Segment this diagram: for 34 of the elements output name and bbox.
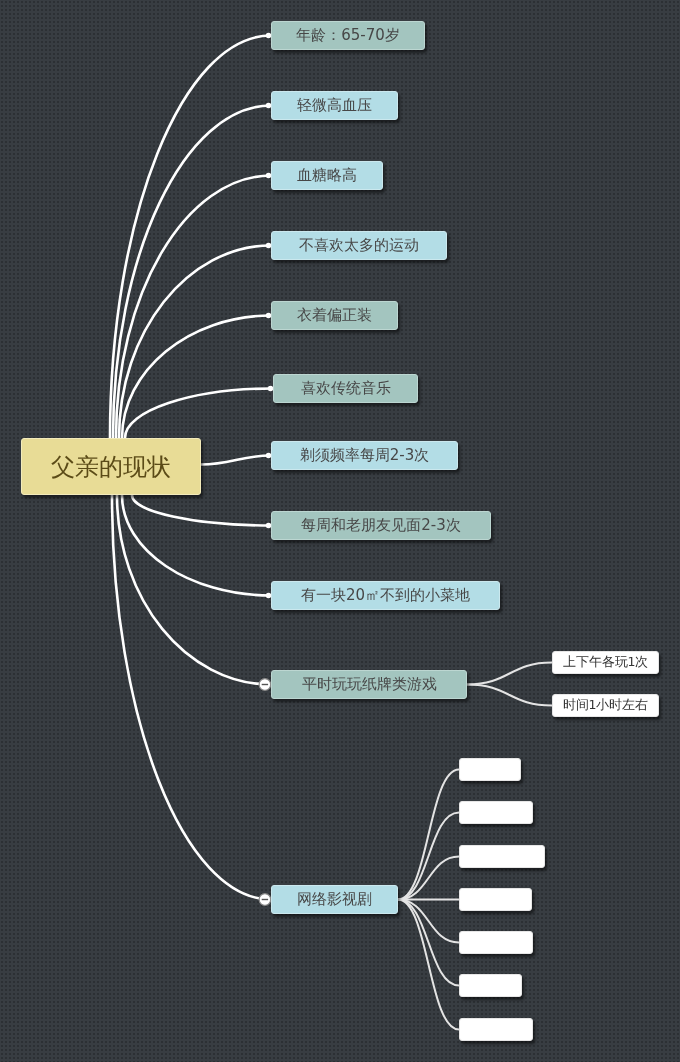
central-topic-box: 父亲的现状 [21, 438, 201, 495]
connector-line [466, 661, 553, 686]
subtopic-box: 上下午各玩1次 [552, 651, 659, 674]
connector-line [120, 312, 272, 439]
connector-line [115, 494, 272, 691]
topic-box: 血糖略高 [271, 161, 383, 190]
connector-line [120, 494, 272, 599]
topic-box: 网络影视剧 [271, 885, 398, 914]
topic-box: 不喜欢太多的运动 [271, 231, 447, 260]
subtopic-box: 时间1小时左右 [552, 694, 659, 717]
connector-line [117, 242, 272, 439]
topic-box: 平时玩玩纸牌类游戏 [271, 670, 467, 699]
blank-box [459, 931, 533, 954]
connector-line [114, 173, 272, 439]
connector-line [110, 494, 272, 905]
connector-line [123, 385, 274, 439]
blank-box [459, 758, 521, 781]
topic-box: 年龄：65-70岁 [271, 21, 425, 50]
connector-line [200, 452, 272, 466]
topic-box: 衣着偏正装 [271, 301, 398, 330]
topic-box: 每周和老朋友见面2-3次 [271, 511, 491, 540]
blank-box [459, 1018, 533, 1041]
blank-box [459, 974, 522, 997]
topic-box: 剃须频率每周2-3次 [271, 441, 458, 470]
topic-box: 有一块20㎡不到的小菜地 [271, 581, 500, 610]
connector-line [111, 103, 272, 439]
blank-box [459, 801, 533, 824]
connector-line [108, 33, 272, 439]
connector-line [466, 683, 553, 707]
topic-box: 轻微高血压 [271, 91, 398, 120]
blank-box [459, 845, 545, 868]
blank-box [459, 888, 532, 911]
connector-line [130, 494, 272, 529]
topic-box: 喜欢传统音乐 [273, 374, 418, 403]
